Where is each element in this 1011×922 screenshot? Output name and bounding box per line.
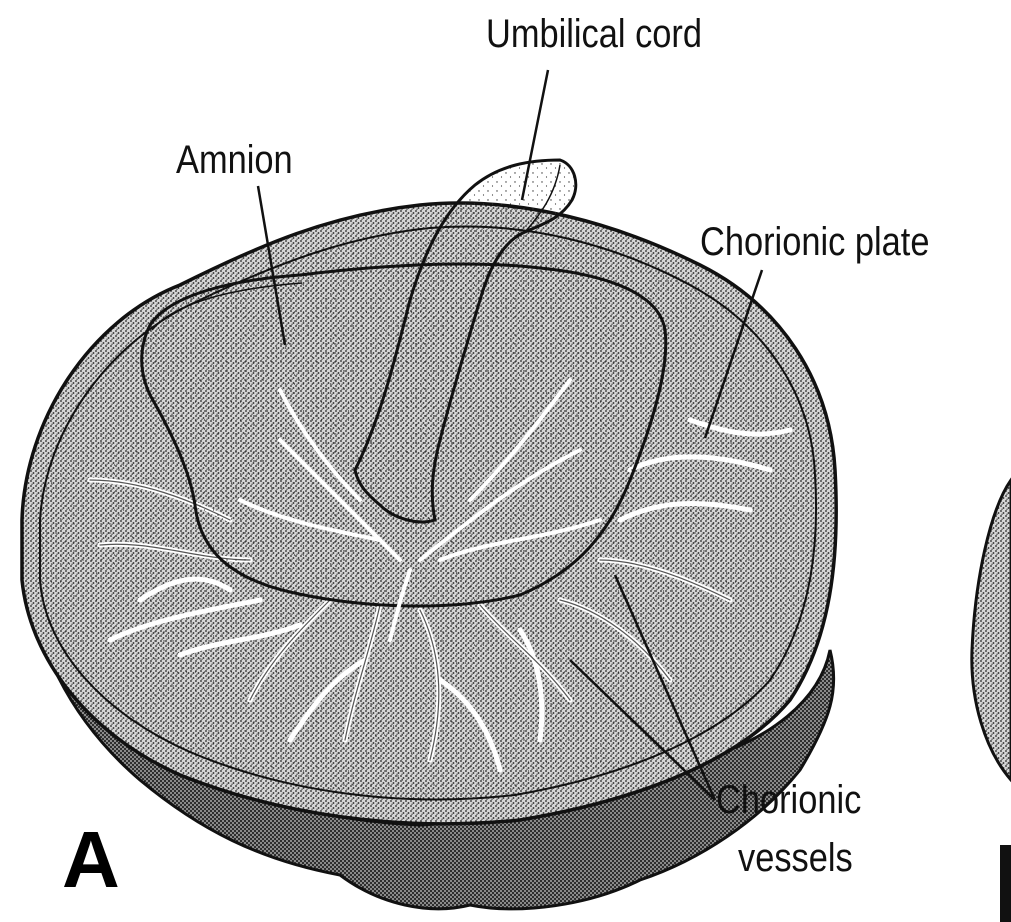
label-chorionic-vessels-line2: vessels — [738, 838, 853, 878]
label-chorionic-vessels-line1: Chorionic — [716, 780, 861, 820]
label-umbilical-cord: Umbilical cord — [486, 14, 702, 54]
label-chorionic-plate: Chorionic plate — [700, 222, 929, 262]
panel-b-partial — [972, 480, 1011, 780]
panel-letter: A — [62, 820, 120, 900]
label-amnion: Amnion — [176, 140, 293, 180]
